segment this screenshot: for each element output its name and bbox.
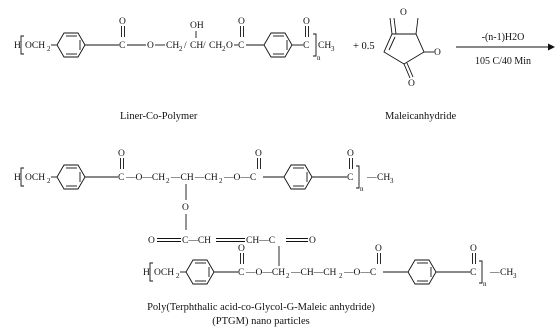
svg-text:O: O <box>434 48 441 58</box>
svg-text:/: / <box>184 41 187 51</box>
reactant-repeat-n: n <box>317 54 321 62</box>
reactant-left-bracket <box>20 35 24 55</box>
reactant-end-h: H <box>14 41 21 51</box>
svg-text:C: C <box>119 41 125 51</box>
product-och: OCH <box>25 173 45 183</box>
svg-text:C: C <box>238 268 244 278</box>
reactant-end-ch3: CH <box>318 41 331 51</box>
svg-text:CH: CH <box>500 268 513 278</box>
reactant-right-bracket <box>313 33 317 57</box>
svg-text:3: 3 <box>331 45 335 53</box>
product-end-ch3: CH <box>377 173 390 183</box>
svg-text:O: O <box>255 149 262 159</box>
svg-text:C: C <box>118 173 124 183</box>
svg-text:CH: CH <box>209 41 222 51</box>
svg-text:O: O <box>238 17 245 27</box>
svg-text:C: C <box>470 268 476 278</box>
svg-text:/: / <box>203 41 206 51</box>
svg-text:3: 3 <box>513 272 517 280</box>
product-label: Poly(Terphthalic acid-co-Glycol-G-Maleic… <box>147 302 375 313</box>
product-lower-chain: H OCH 2 C O —O—CH 2 —CH—CH 2 —O—C O <box>143 244 517 288</box>
svg-text:2: 2 <box>286 272 290 280</box>
svg-text:O: O <box>118 149 125 159</box>
benzene-ring <box>56 164 86 190</box>
maleic-anhydride-structure: O O O <box>383 8 441 89</box>
svg-text:O: O <box>238 244 245 254</box>
reaction-arrow <box>456 43 555 51</box>
svg-text:2: 2 <box>176 272 180 280</box>
graft-end-o: O <box>309 236 316 246</box>
anhydride-top-o: O <box>400 8 407 18</box>
svg-text:O: O <box>375 244 382 254</box>
svg-text:—O—C: —O—C <box>343 268 376 278</box>
reagent-coefficient: + 0.5 <box>353 41 375 52</box>
svg-text:O: O <box>303 17 310 27</box>
svg-text:O: O <box>347 149 354 159</box>
benzene-ring <box>56 32 86 58</box>
svg-text:—CH—CH: —CH—CH <box>290 268 337 278</box>
svg-text:C: C <box>303 41 309 51</box>
svg-text:C—CH: C—CH <box>182 236 211 246</box>
svg-text:2: 2 <box>179 45 183 53</box>
svg-text:2: 2 <box>47 177 51 185</box>
reactant-hydroxyl: OH <box>190 21 204 31</box>
svg-text:CH: CH <box>166 41 179 51</box>
svg-text:—O—C: —O—C <box>223 173 256 183</box>
product-sublabel: (PTGM) nano particles <box>212 316 309 327</box>
svg-text:—O—CH: —O—CH <box>125 173 165 183</box>
condition-temperature-time: 105 C/40 Min <box>475 56 531 67</box>
svg-text:—: — <box>366 173 377 183</box>
reactant-carbonyl-o: O <box>119 17 126 27</box>
graft-ether-o: O <box>182 203 189 213</box>
graft-left-o: O <box>148 236 155 246</box>
reactant-structure: H OCH 2 C O O CH 2 / CH OH / CH 2 O C <box>14 17 335 62</box>
svg-text:O: O <box>408 79 415 89</box>
svg-text:O: O <box>470 244 477 254</box>
svg-text:2: 2 <box>222 45 226 53</box>
svg-text:2: 2 <box>339 272 343 280</box>
benzene-ring <box>185 259 215 285</box>
svg-text:O: O <box>226 41 233 51</box>
svg-text:C: C <box>238 41 244 51</box>
svg-text:CH—C: CH—C <box>246 236 275 246</box>
reactant-label: Liner-Co-Polymer <box>120 111 198 122</box>
svg-text:O: O <box>147 41 154 51</box>
product-upper-chain: H OCH 2 C O —O—CH 2 —CH —CH 2 —O—C O <box>14 149 394 193</box>
svg-text:C: C <box>347 173 353 183</box>
svg-text:2: 2 <box>47 45 51 53</box>
svg-text:—O—CH: —O—CH <box>245 268 285 278</box>
svg-text:H: H <box>143 268 150 278</box>
svg-text:—CH: —CH <box>194 173 218 183</box>
condition-water: -(n-1)H2O <box>482 32 525 43</box>
svg-text:CH: CH <box>190 41 203 51</box>
benzene-ring <box>283 164 313 190</box>
svg-text:n: n <box>483 280 487 288</box>
anhydride-label: Maleicanhydride <box>385 111 456 122</box>
product-repeat-n: n <box>360 185 364 193</box>
svg-text:2: 2 <box>166 177 170 185</box>
benzene-ring <box>407 259 437 285</box>
svg-text:2: 2 <box>219 177 223 185</box>
benzene-ring <box>263 32 293 58</box>
product-end-h: H <box>14 173 21 183</box>
svg-text:—: — <box>489 268 500 278</box>
svg-text:3: 3 <box>390 177 394 185</box>
reactant-och: OCH <box>25 41 45 51</box>
maleic-graft: O O C—CH CH—C O <box>148 184 316 266</box>
svg-text:OCH: OCH <box>154 268 174 278</box>
svg-text:—CH: —CH <box>170 173 194 183</box>
